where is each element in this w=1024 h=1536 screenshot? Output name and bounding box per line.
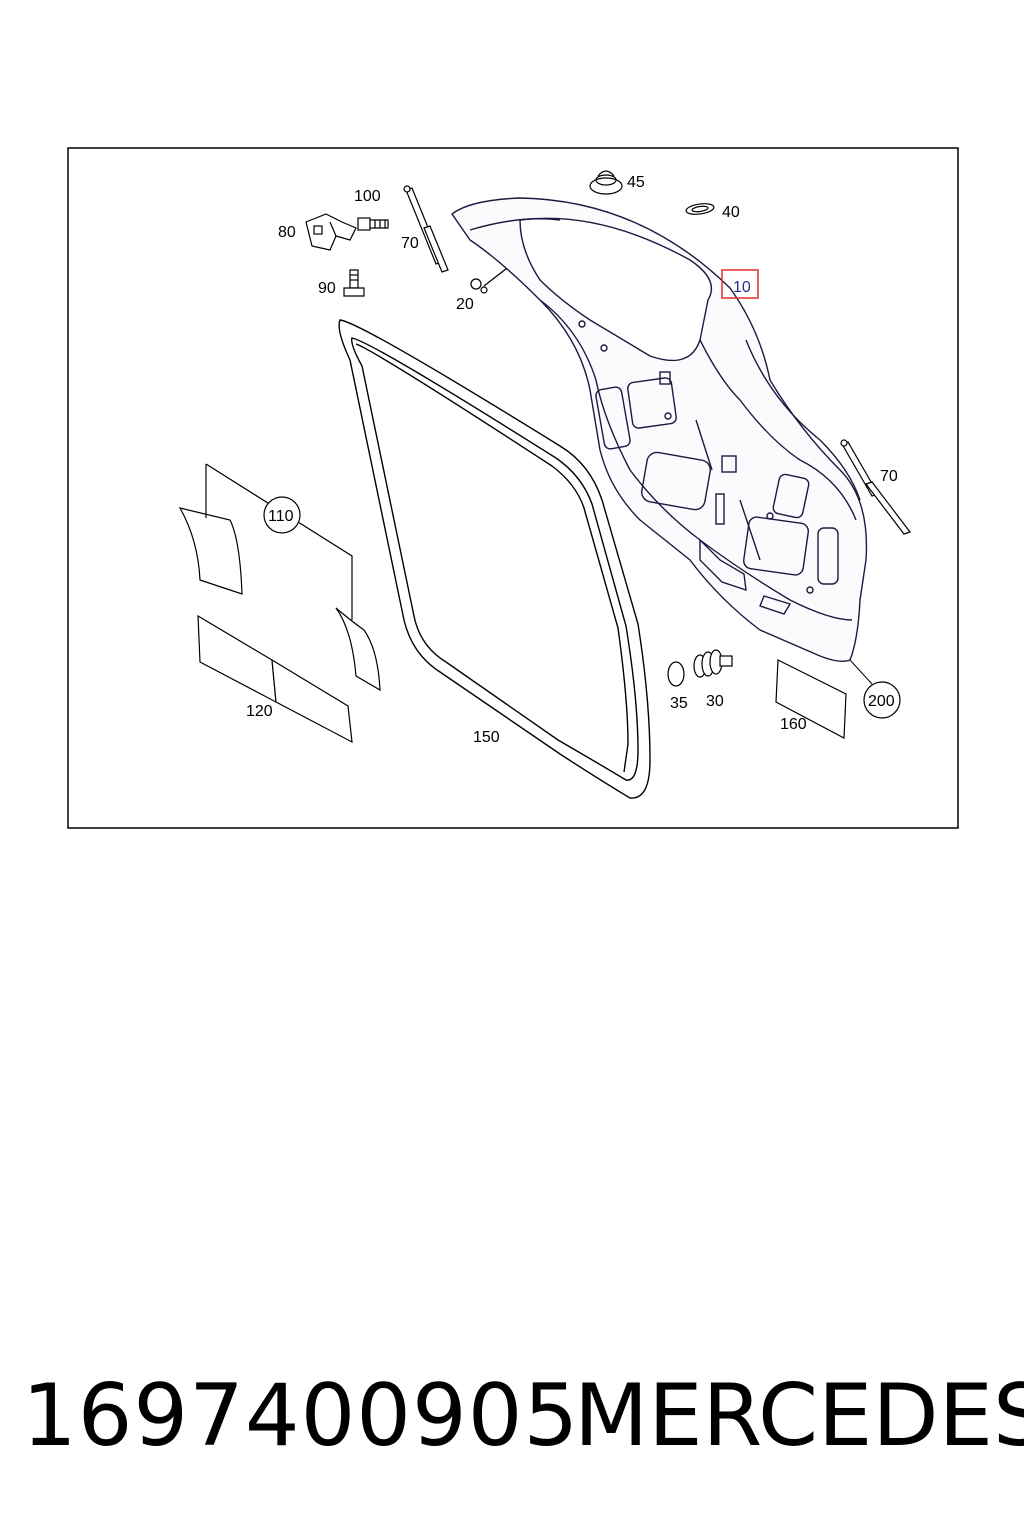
part-10-tailgate	[451, 197, 868, 663]
part-120-pads	[197, 614, 353, 744]
parts-diagram: 45 40 100 80 70 90 20 10 70 110 120 150 …	[67, 147, 959, 829]
callout-40: 40	[722, 204, 740, 221]
callout-30: 30	[706, 693, 724, 710]
part-150-weatherstrip	[338, 319, 651, 799]
part-30-buffer	[693, 649, 733, 678]
part-20-clip	[470, 257, 521, 294]
part-70-left-strut	[403, 185, 449, 273]
footer: 1697400905 MERCEDES	[0, 1368, 1024, 1478]
part-90-bolt	[343, 269, 365, 297]
part-35-oring	[667, 661, 685, 687]
callout-80: 80	[278, 224, 296, 241]
callout-200: 200	[868, 693, 895, 710]
part-70-right-strut	[840, 439, 911, 535]
part-40-seal	[685, 203, 715, 215]
leader-200	[849, 659, 873, 685]
callout-90: 90	[318, 280, 336, 297]
callout-20: 20	[456, 296, 474, 313]
callout-70-right: 70	[880, 468, 898, 485]
callout-110-circle	[263, 496, 301, 534]
callout-110: 110	[268, 508, 294, 525]
callout-70-left: 70	[401, 235, 419, 252]
part-80-hinge	[305, 213, 357, 251]
part-110-pads	[178, 463, 381, 692]
part-45-grommet	[589, 170, 623, 195]
callout-200-circle	[863, 681, 901, 719]
diagram-frame	[67, 147, 959, 829]
brand-name: MERCEDES	[574, 1366, 1024, 1466]
callout-45: 45	[627, 174, 645, 191]
callout-100: 100	[354, 188, 381, 205]
callout-150: 150	[473, 729, 500, 746]
callout-35: 35	[670, 695, 688, 712]
callout-120: 120	[246, 703, 273, 720]
callout-10: 10	[733, 279, 751, 296]
callout-160: 160	[780, 716, 807, 733]
part-160-sheet	[775, 659, 847, 739]
part-number: 1697400905	[22, 1366, 580, 1466]
callout-10-highlight	[721, 269, 759, 299]
part-100-bolt	[357, 217, 389, 231]
